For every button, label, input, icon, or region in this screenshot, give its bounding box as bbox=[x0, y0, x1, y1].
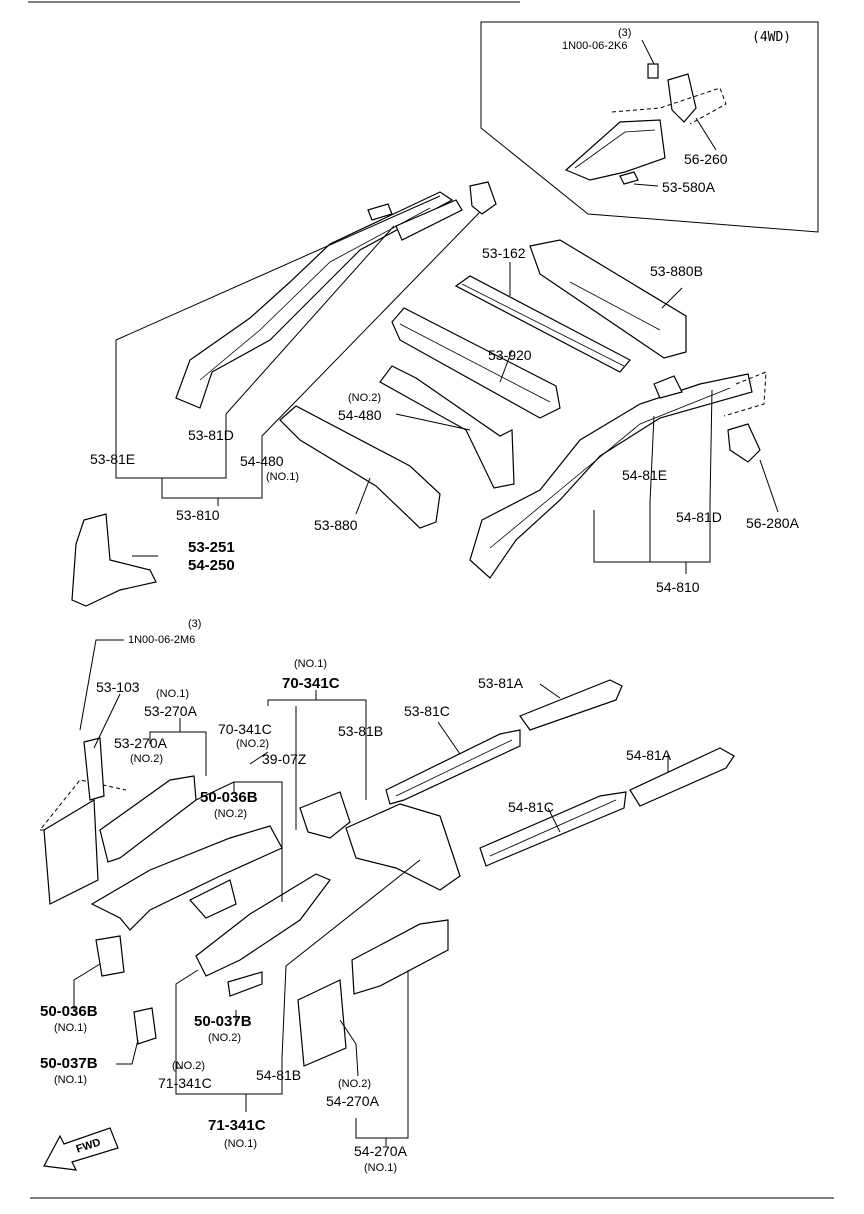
label-53-81e: 53-81E bbox=[90, 451, 136, 467]
label-71-341c-mid: 71-341C bbox=[158, 1075, 212, 1091]
leader-lines bbox=[73, 39, 779, 1146]
label-70-341c-mid: 70-341C bbox=[218, 721, 272, 737]
label-71-341c-no2: (NO.2) bbox=[172, 1060, 205, 1072]
label-54-270a-mid: 54-270A bbox=[326, 1093, 379, 1109]
label-71-341c-no1: (NO.1) bbox=[224, 1138, 257, 1150]
label-54-270a-no1: (NO.1) bbox=[364, 1162, 397, 1174]
label-54-810: 54-810 bbox=[656, 579, 700, 595]
label-70-341c-no1: (NO.1) bbox=[294, 658, 327, 670]
label-54-81b: 54-81B bbox=[256, 1067, 302, 1083]
crossmembers-upper bbox=[279, 239, 687, 529]
label-54-81a: 54-81A bbox=[626, 747, 672, 763]
label-54-270a-no2: (NO.2) bbox=[338, 1078, 371, 1090]
label-50-036b-no1: (NO.1) bbox=[54, 1022, 87, 1034]
label-53-81a: 53-81A bbox=[478, 675, 524, 691]
part-53-251 bbox=[71, 513, 157, 607]
label-53-81b: 53-81B bbox=[338, 723, 384, 739]
label-39-07z: 39-07Z bbox=[262, 751, 307, 767]
label-1n00-06-2k6: 1N00-06-2K6 bbox=[562, 40, 628, 52]
label-53-270a-mid: 53-270A bbox=[114, 735, 167, 751]
label-53-251: 53-251 bbox=[188, 539, 235, 556]
label-53-880b: 53-880B bbox=[650, 263, 703, 279]
label-70-341c-no2: (NO.2) bbox=[236, 738, 269, 750]
label-1n00-06-2m6-qty: (3) bbox=[188, 618, 202, 630]
inset-4wd-label: (4WD) bbox=[752, 30, 792, 45]
label-53-162: 53-162 bbox=[482, 245, 526, 261]
label-53-920: 53-920 bbox=[488, 347, 532, 363]
label-50-036b-top: 50-036B bbox=[200, 789, 258, 806]
label-54-480-top: 54-480 bbox=[338, 407, 382, 423]
label-1n00-06-2m6: 1N00-06-2M6 bbox=[128, 634, 196, 646]
inset-box bbox=[480, 21, 819, 233]
label-54-480-no2: (NO.2) bbox=[348, 392, 381, 404]
label-53-81d: 53-81D bbox=[188, 427, 234, 443]
label-53-270a-no1: (NO.1) bbox=[156, 688, 189, 700]
label-53-103: 53-103 bbox=[96, 679, 140, 695]
inset-parts bbox=[564, 63, 727, 185]
label-50-036b-bot: 50-036B bbox=[40, 1003, 98, 1020]
label-54-81e: 54-81E bbox=[622, 467, 668, 483]
label-53-81c: 53-81C bbox=[404, 703, 450, 719]
label-54-81d: 54-81D bbox=[676, 509, 722, 525]
label-56-280a: 56-280A bbox=[746, 515, 799, 531]
fwd-arrow bbox=[43, 1127, 119, 1171]
label-50-037b-bot: 50-037B bbox=[40, 1055, 98, 1072]
label-53-270a-no2: (NO.2) bbox=[130, 753, 163, 765]
label-56-260: 56-260 bbox=[684, 151, 728, 167]
lower-left-assembly bbox=[38, 737, 461, 1067]
label-53-810: 53-810 bbox=[176, 507, 220, 523]
label-54-480-no1: (NO.1) bbox=[266, 471, 299, 483]
label-54-250: 54-250 bbox=[188, 557, 235, 574]
label-54-480-bot: 54-480 bbox=[240, 453, 284, 469]
rail-53-810 bbox=[175, 181, 497, 409]
label-54-270a-bot: 54-270A bbox=[354, 1143, 407, 1159]
label-70-341c-top: 70-341C bbox=[282, 675, 340, 692]
label-1n00-06-2k6-qty: (3) bbox=[618, 27, 632, 39]
label-50-036b-no2: (NO.2) bbox=[214, 808, 247, 820]
rail-54-810 bbox=[469, 371, 767, 579]
label-50-037b-top: 50-037B bbox=[194, 1013, 252, 1030]
label-53-580a: 53-580A bbox=[662, 179, 715, 195]
label-50-037b-no1: (NO.1) bbox=[54, 1074, 87, 1086]
label-53-270a-top: 53-270A bbox=[144, 703, 197, 719]
label-53-880: 53-880 bbox=[314, 517, 358, 533]
lower-right-rails bbox=[385, 679, 735, 867]
label-71-341c-bot: 71-341C bbox=[208, 1117, 266, 1134]
label-54-81c: 54-81C bbox=[508, 799, 554, 815]
label-50-037b-no2: (NO.2) bbox=[208, 1032, 241, 1044]
